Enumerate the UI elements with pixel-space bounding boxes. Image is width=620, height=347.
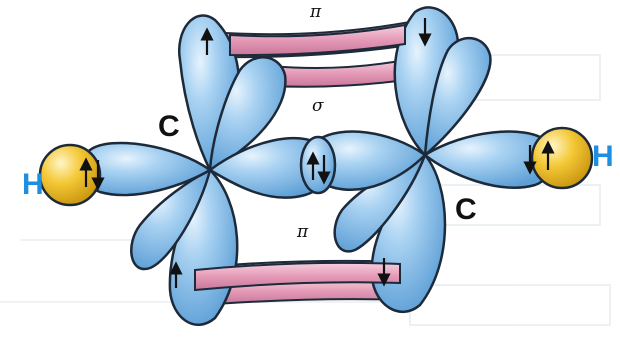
carbon-right-label: C xyxy=(455,193,477,227)
hydrogen-atom-left xyxy=(40,145,100,205)
pi-bond-top-label: π xyxy=(310,2,321,22)
carbon-left-label: C xyxy=(158,110,180,144)
hydrogen-right-label: H xyxy=(592,140,614,174)
sigma-bond-overlap xyxy=(301,137,335,193)
pi-bond-bottom-label: π xyxy=(297,222,308,242)
pi-bond-top-front xyxy=(230,25,405,55)
hydrogen-atom-right xyxy=(532,128,592,188)
hydrogen-left-label: H xyxy=(22,168,44,202)
sigma-bond-label: σ xyxy=(312,96,324,116)
